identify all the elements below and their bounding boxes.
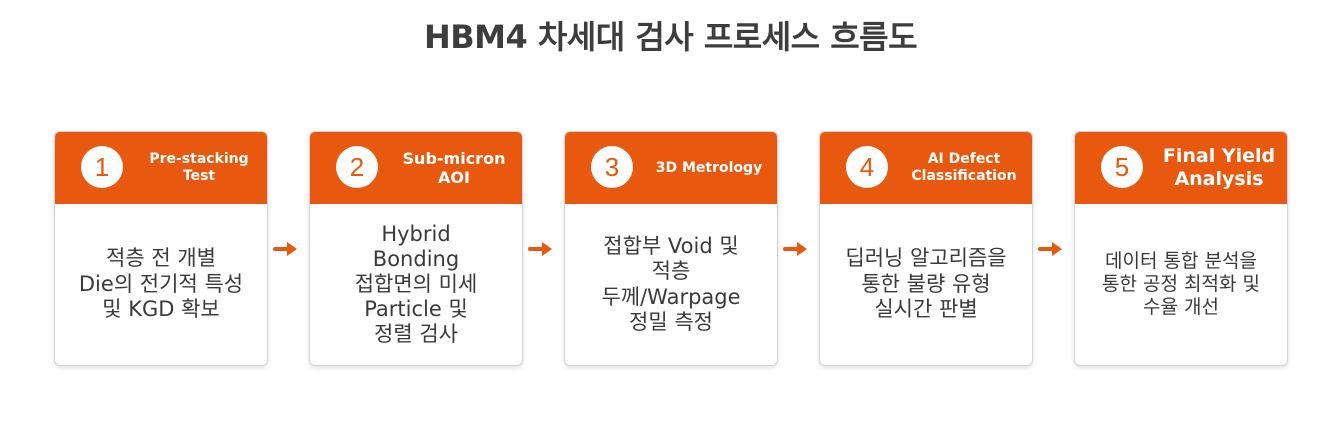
step-number-1: 1 <box>81 146 123 188</box>
step-header-4: 4 AI Defect Classification <box>820 132 1032 204</box>
step-description-5: 데이터 통합 분석을 통한 공정 최적화 및 수율 개선 <box>1102 249 1260 319</box>
step-label-1: Pre-stacking Test <box>149 151 249 184</box>
step-header-1: 1 Pre-stacking Test <box>55 132 267 204</box>
step-description-4: 딥러닝 알고리즘을 통한 불량 유형 실시간 판별 <box>845 246 1007 322</box>
diagram-title: HBM4 차세대 검사 프로세스 흐름도 <box>423 18 918 56</box>
step-header-2: 2 Sub-micron AOI <box>310 132 522 204</box>
step-card-5: 5 Final Yield Analysis 데이터 통합 분석을 통한 공정 … <box>1074 131 1288 366</box>
arrow-right-icon <box>783 242 807 256</box>
step-label-3: 3D Metrology <box>655 159 763 176</box>
process-flow: 1 Pre-stacking Test 적층 전 개별 Die의 전기적 특성 … <box>0 131 1341 371</box>
step-number-4: 4 <box>846 146 888 188</box>
step-card-2: 2 Sub-micron AOI Hybrid Bonding 접합면의 미세 … <box>309 131 523 366</box>
step-header-3: 3 3D Metrology <box>565 132 777 204</box>
step-label-5: Final Yield Analysis <box>1162 145 1276 190</box>
step-header-5: 5 Final Yield Analysis <box>1075 132 1287 204</box>
step-card-3: 3 3D Metrology 접합부 Void 및 적층 두께/Warpage … <box>564 131 778 366</box>
arrow-right-icon <box>528 242 552 256</box>
arrow-right-icon <box>1038 242 1062 256</box>
step-number-2: 2 <box>336 146 378 188</box>
step-card-4: 4 AI Defect Classification 딥러닝 알고리즘을 통한 … <box>819 131 1033 366</box>
step-number-3: 3 <box>591 146 633 188</box>
step-label-4: AI Defect Classification <box>911 151 1017 184</box>
step-label-2: Sub-micron AOI <box>402 148 506 187</box>
step-description-3: 접합부 Void 및 적층 두께/Warpage 정밀 측정 <box>601 234 741 334</box>
step-number-5: 5 <box>1101 146 1143 188</box>
step-card-1: 1 Pre-stacking Test 적층 전 개별 Die의 전기적 특성 … <box>54 131 268 366</box>
arrow-right-icon <box>273 242 297 256</box>
step-description-2: Hybrid Bonding 접합면의 미세 Particle 및 정렬 검사 <box>354 221 478 347</box>
step-description-1: 적층 전 개별 Die의 전기적 특성 및 KGD 확보 <box>78 246 244 322</box>
